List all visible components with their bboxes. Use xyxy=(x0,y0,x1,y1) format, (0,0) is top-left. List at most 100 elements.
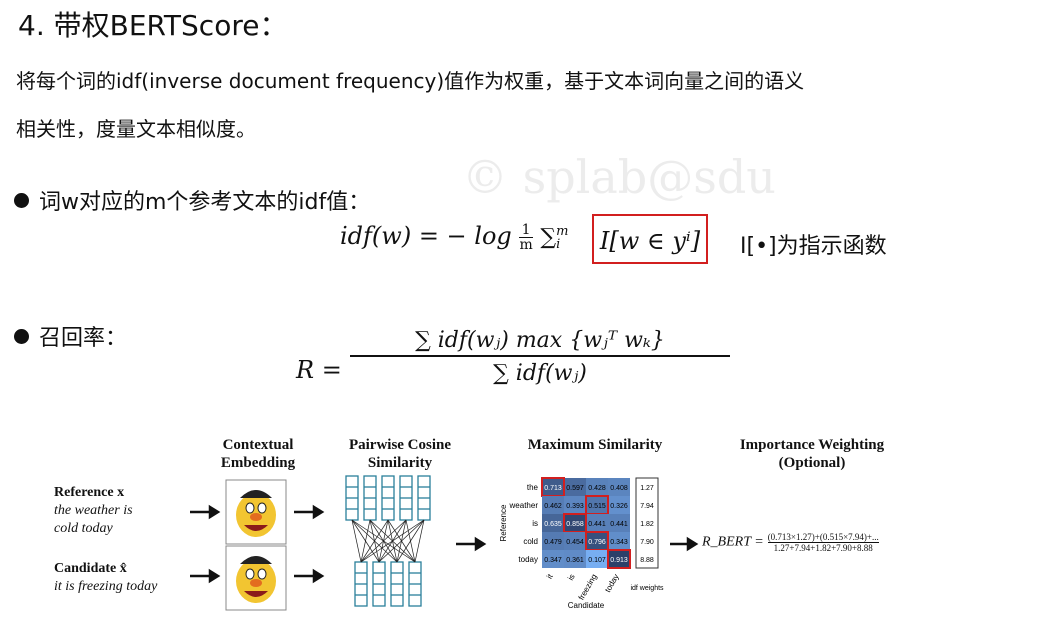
matrix-cell-value: 0.858 xyxy=(566,521,584,528)
bullet-recall-label: 召回率： xyxy=(39,326,128,351)
idf-value: 8.88 xyxy=(640,557,654,564)
recall-lhs: R = xyxy=(296,356,342,384)
col-word-label: it xyxy=(545,572,555,581)
matrix-cell-value: 0.347 xyxy=(544,557,562,564)
matrix-cell xyxy=(564,496,586,514)
idf-fraction: 1 m xyxy=(519,223,533,253)
fig-candidate: Candidate x̂ it is freezing today xyxy=(54,560,157,596)
matrix-cell-value: 0.441 xyxy=(610,521,628,528)
sum-sub: i xyxy=(556,236,561,252)
matrix-cell xyxy=(608,550,630,568)
arrow-icon xyxy=(670,536,699,552)
matrix-cell-value: 0.441 xyxy=(588,521,606,528)
matrix-cell xyxy=(586,514,608,532)
matrix-cell-value: 0.796 xyxy=(588,539,606,546)
fig-title-cosine: Pairwise Cosine Similarity xyxy=(348,437,452,471)
matrix-cell-value: 0.454 xyxy=(566,539,584,546)
row-word-label: weather xyxy=(509,501,539,510)
sum-sup: m xyxy=(556,223,569,239)
sum-symbol: ∑ xyxy=(540,225,557,250)
matrix-cell xyxy=(608,496,630,514)
matrix-cell-value: 0.107 xyxy=(588,557,606,564)
recall-denominator: ∑ idf(wⱼ) xyxy=(493,361,587,386)
matrix-cell xyxy=(564,550,586,568)
fraction-denominator: m xyxy=(519,237,533,253)
matrix-cell xyxy=(542,532,564,550)
matrix-cell-value: 0.361 xyxy=(566,557,584,564)
matrix-cell xyxy=(564,478,586,496)
axis-candidate-label: Candidate xyxy=(568,601,605,610)
idf-column xyxy=(635,477,659,569)
idf-value: 7.90 xyxy=(640,539,654,546)
intro-line-2: 相关性，度量文本相似度。 xyxy=(16,117,256,141)
rbert-formula: R_BERT = (0.713×1.27)+(0.515×7.94)+... 1… xyxy=(702,532,879,553)
matrix-cell-value: 0.343 xyxy=(610,539,628,546)
recall-numerator: ∑ idf(wⱼ) max {wⱼᵀ wₖ} xyxy=(350,328,730,357)
matrix-cell-value: 0.479 xyxy=(544,539,562,546)
bullet-idf-label: 词w对应的m个参考文本的idf值： xyxy=(39,190,371,215)
bullet-dot xyxy=(14,329,29,344)
max-highlight xyxy=(607,549,631,569)
rbert-denominator: 1.27+7.94+1.82+7.90+8.88 xyxy=(773,543,873,553)
matrix-cell xyxy=(542,496,564,514)
matrix-cell xyxy=(586,550,608,568)
arrow-icon xyxy=(190,504,487,584)
bert-embedding-icon xyxy=(225,479,287,545)
matrix-cell-value: 0.597 xyxy=(566,485,584,492)
pairwise-lines xyxy=(351,519,425,563)
row-word-label: cold xyxy=(523,537,538,546)
matrix-cell-value: 0.408 xyxy=(610,485,628,492)
matrix-cell-value: 0.393 xyxy=(566,503,584,510)
pairwise-network-icon xyxy=(345,475,431,607)
fraction-numerator: 1 xyxy=(519,223,533,238)
indicator-note-text: I[•]为指示函数 xyxy=(740,234,887,259)
matrix-cell xyxy=(608,478,630,496)
recall-formula: ∑ idf(wⱼ) max {wⱼᵀ wₖ} ∑ idf(wⱼ) xyxy=(350,328,730,386)
reference-label: Reference x xyxy=(54,485,125,500)
rbert-label: R_BERT = xyxy=(702,534,764,550)
col-word-label: is xyxy=(566,573,577,583)
matrix-cell-value: 0.713 xyxy=(544,485,562,492)
matrix-cell xyxy=(542,478,564,496)
matrix-cell xyxy=(586,478,608,496)
fig-title-weighting: Importance Weighting (Optional) xyxy=(739,437,885,471)
watermark: © splab@sdu xyxy=(462,150,776,204)
fig-reference: Reference x the weather is cold today xyxy=(54,484,133,538)
page-title: 4. 带权BERTScore： xyxy=(18,9,288,42)
fig-title-maxsim: Maximum Similarity xyxy=(527,437,663,453)
idf-formula-lhs: idf(w) = − log xyxy=(340,222,512,250)
axis-reference-label: Reference xyxy=(499,504,508,541)
idf-value: 1.82 xyxy=(640,521,654,528)
bullet-recall: 召回率： xyxy=(14,320,127,352)
intro-line-1: 将每个词的idf(inverse document frequency)值作为权… xyxy=(16,69,805,93)
idf-value: 1.27 xyxy=(640,485,654,492)
matrix-cell-value: 0.515 xyxy=(588,503,606,510)
matrix-cell xyxy=(586,496,608,514)
idf-weights-label: idf weights xyxy=(630,585,664,592)
rbert-numerator: (0.713×1.27)+(0.515×7.94)+... xyxy=(767,532,879,543)
matrix-cell xyxy=(542,550,564,568)
idf-value: 7.94 xyxy=(640,503,654,510)
matrix-cell xyxy=(608,532,630,550)
row-word-label: today xyxy=(518,555,538,564)
matrix-cell-value: 0.913 xyxy=(610,557,628,564)
matrix-cell-value: 0.635 xyxy=(544,521,562,528)
bert-embedding-icon xyxy=(225,545,287,611)
matrix-cell-value: 0.462 xyxy=(544,503,562,510)
indicator-note: I[•]为指示函数 xyxy=(740,228,887,260)
col-word-label: today xyxy=(603,573,621,594)
reference-text-2: cold today xyxy=(54,521,113,536)
candidate-label: Candidate x̂ xyxy=(54,561,127,576)
matrix-cell xyxy=(564,532,586,550)
bullet-dot xyxy=(14,193,29,208)
col-word-label: freezing xyxy=(577,573,599,602)
matrix-cell xyxy=(542,514,564,532)
matrix-cell xyxy=(586,532,608,550)
matrix-cell-value: 0.326 xyxy=(610,503,628,510)
candidate-text: it is freezing today xyxy=(54,579,158,594)
reference-text-1: the weather is xyxy=(54,503,133,518)
row-word-label: is xyxy=(532,519,538,528)
